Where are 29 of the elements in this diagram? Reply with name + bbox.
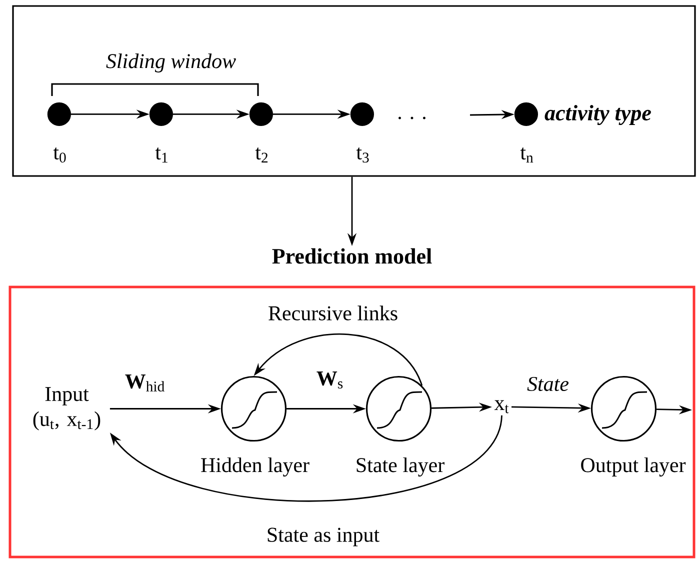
model-panel	[8, 286, 696, 558]
layer-label: Hidden layer	[201, 457, 310, 477]
activity-label: activity type	[544, 105, 651, 126]
edge-label: Recursive links	[266, 304, 400, 322]
input-label: Input (u$_{t}$, x$_{t-1}$)	[33, 387, 100, 430]
edge-label: W$_{s}$	[315, 370, 345, 390]
state-variable: x$_{t}$	[494, 400, 509, 414]
time-step-dot	[47, 102, 71, 126]
neuron-circle	[590, 376, 657, 442]
edge-label: State as input	[265, 526, 381, 548]
ellipsis: . . .	[398, 116, 426, 120]
sequence-panel	[12, 5, 696, 177]
edge-label: State	[526, 376, 570, 392]
neuron-circle	[220, 376, 287, 442]
time-label: t$_{n}$	[520, 148, 534, 162]
edge-label: W$_{hid}$	[124, 374, 166, 392]
heading: Prediction model	[272, 248, 432, 264]
time-step-dot	[350, 102, 374, 126]
time-label: t$_{0}$	[53, 147, 66, 163]
time-step-dot	[514, 102, 538, 126]
time-label: t$_{2}$	[255, 148, 268, 162]
neuron-circle	[366, 376, 432, 442]
time-step-dot	[249, 102, 273, 126]
time-label: t$_{3}$	[356, 147, 369, 163]
layer-label: State layer	[356, 457, 444, 477]
time-step-dot	[149, 102, 173, 126]
window-label: Sliding window	[106, 53, 236, 73]
time-label: t$_{1}$	[155, 148, 168, 162]
layer-label: Output layer	[581, 457, 686, 477]
